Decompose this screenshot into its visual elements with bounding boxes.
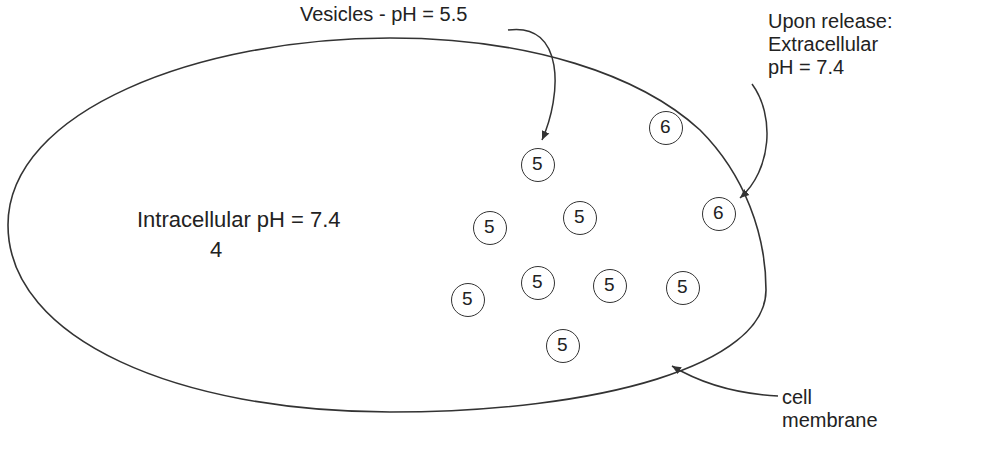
vesicle-number: 5	[484, 216, 495, 238]
vesicle-number: 5	[532, 271, 543, 293]
release-leader	[740, 84, 767, 198]
vesicle-circle: 6	[702, 197, 736, 231]
membrane-shape	[5, 35, 769, 415]
membrane-leader	[672, 366, 778, 396]
region-label: Intracellular pH = 7.4	[137, 207, 341, 232]
vesicle-number: 5	[462, 288, 473, 310]
vesicle-circle: 5	[546, 329, 580, 363]
vesicle-circle: 5	[593, 269, 627, 303]
vesicle-circle: 5	[563, 201, 597, 235]
vesicle-circle: 5	[473, 211, 507, 245]
vesicle-number: 5	[677, 276, 688, 298]
vesicle-circle: 5	[521, 148, 555, 182]
vesicle-number: 5	[532, 153, 543, 175]
vesicle-circle: 5	[666, 271, 700, 305]
vesicle-number: 5	[557, 334, 568, 356]
cell-outline: Intracellular pH = 7.4 4 5 5 5 5 5 5 5 5 6	[5, 35, 769, 415]
vesicle-leader	[508, 29, 555, 140]
callout-number: 4	[210, 237, 222, 262]
callout-label: Upon release: Extracellular pH = 7.4	[768, 10, 906, 79]
vesicle-number: 5	[574, 206, 585, 228]
vesicle-number: 6	[660, 116, 671, 138]
callout-label: cell membrane	[782, 386, 882, 432]
vesicle-circle: 6	[649, 111, 683, 145]
vesicle-circle: 5	[521, 266, 555, 300]
vesicle-number: 5	[604, 274, 615, 296]
vesicle-number: 6	[713, 202, 724, 224]
vesicle-circle: 5	[451, 283, 485, 317]
callout-label: Vesicles - pH = 5.5	[300, 3, 467, 26]
